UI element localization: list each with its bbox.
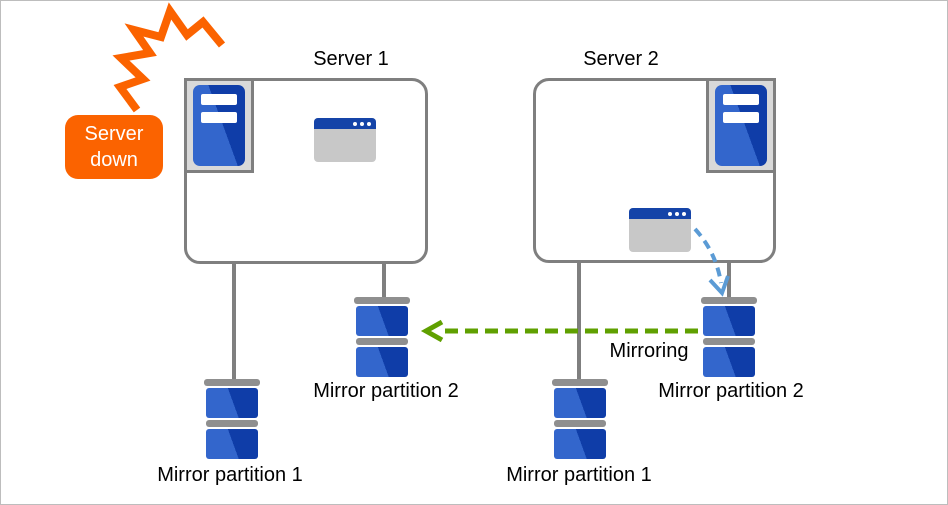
application-b-icon — [629, 208, 691, 252]
tower-slot — [201, 112, 237, 123]
disk-cap — [552, 379, 608, 386]
disk-cap — [206, 420, 258, 427]
tower-slot — [723, 112, 759, 123]
disk-cap — [204, 379, 260, 386]
s1-partition1-label: Mirror partition 1 — [157, 464, 303, 486]
server-down-badge: Server down — [65, 115, 163, 179]
titlebar-dot — [367, 121, 371, 126]
mirroring-label: Mirroring — [609, 340, 689, 362]
titlebar-dot — [675, 211, 679, 216]
server-down-line2: down — [90, 149, 138, 171]
titlebar-dot — [353, 121, 357, 126]
server1-title: Server 1 — [313, 48, 389, 70]
server2-title: Server 2 — [583, 48, 659, 70]
disk-cap — [356, 338, 408, 345]
titlebar-dot — [668, 211, 672, 216]
mirroring-arrowhead-icon — [420, 319, 444, 343]
tower-slot — [201, 94, 237, 105]
s2-partition2-label: Mirror partition 2 — [658, 380, 804, 402]
mirror-partition-icon — [204, 379, 260, 459]
s2-partition1-label: Mirror partition 1 — [506, 464, 652, 486]
server2-icon — [706, 78, 776, 173]
tower-server-icon — [193, 85, 245, 166]
s1-partition2-label: Mirror partition 2 — [313, 380, 459, 402]
app-write-arrowhead-icon — [708, 275, 730, 297]
disk-cap — [554, 420, 606, 427]
disk-block — [703, 306, 755, 336]
disk-block — [356, 306, 408, 336]
server-down-line1: Server — [84, 123, 144, 145]
tower-slot — [723, 94, 759, 105]
application-a-icon — [314, 118, 376, 162]
disk-block — [206, 388, 258, 418]
disk-cap — [701, 297, 757, 304]
disk-block — [554, 429, 606, 459]
tower-server-icon — [715, 85, 767, 166]
disk-block — [703, 347, 755, 377]
app-window-titlebar — [314, 118, 376, 129]
server1-icon — [184, 78, 254, 173]
mirror-partition-icon — [354, 297, 410, 377]
titlebar-dot — [360, 121, 364, 126]
disk-cap — [703, 338, 755, 345]
disk-block — [356, 347, 408, 377]
disk-cap — [354, 297, 410, 304]
disk-block — [206, 429, 258, 459]
disk-block — [554, 388, 606, 418]
titlebar-dot — [682, 211, 686, 216]
mirror-partition-icon — [701, 297, 757, 377]
mirror-partition-icon — [552, 379, 608, 459]
app-window-titlebar — [629, 208, 691, 219]
